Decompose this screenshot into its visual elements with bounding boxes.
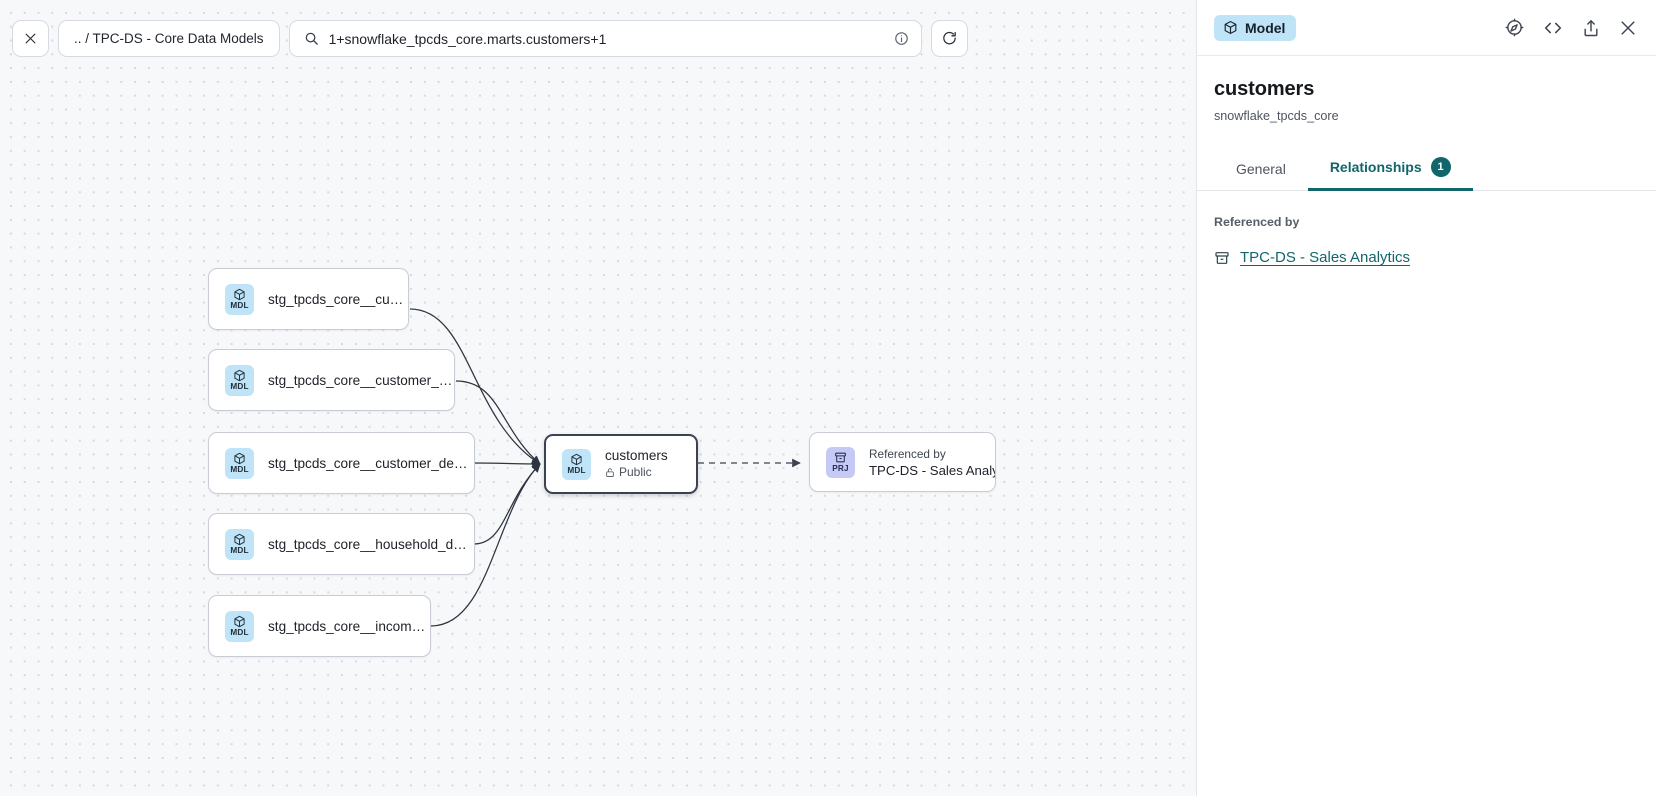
project-badge: PRJ <box>826 446 855 478</box>
panel-actions <box>1504 17 1638 39</box>
badge-text: MDL <box>567 466 586 475</box>
badge-text: MDL <box>230 465 249 474</box>
info-circle-icon[interactable] <box>894 31 909 46</box>
lineage-graph: MDL stg_tpcds_core__customer MDL stg_tpc… <box>208 268 996 657</box>
lineage-node-upstream-0[interactable]: MDL stg_tpcds_core__customer <box>208 268 409 330</box>
cube-icon <box>233 451 246 465</box>
node-access-label: Public <box>619 465 652 479</box>
lineage-canvas[interactable]: MDL stg_tpcds_core__customer MDL stg_tpc… <box>0 0 1196 796</box>
close-icon <box>23 31 38 46</box>
node-label: stg_tpcds_core__household_demogr… <box>268 536 474 552</box>
cube-icon <box>233 532 246 546</box>
lock-icon <box>605 467 615 478</box>
share-icon[interactable] <box>1581 18 1601 38</box>
node-access: Public <box>605 464 668 481</box>
model-badge: MDL <box>225 610 254 642</box>
tab-relationships-count: 1 <box>1430 157 1451 177</box>
panel-tabs: General Relationships 1 <box>1197 147 1656 191</box>
panel-header: Model <box>1197 0 1656 56</box>
panel-subtitle: snowflake_tpcds_core <box>1214 109 1339 123</box>
lineage-node-project[interactable]: PRJ Referenced by TPC-DS - Sales Analyti… <box>809 432 996 492</box>
badge-text: MDL <box>230 628 249 637</box>
badge-text: MDL <box>230 301 249 310</box>
lineage-search-input[interactable]: 1+snowflake_tpcds_core.marts.customers+1 <box>288 20 922 57</box>
cube-icon <box>233 614 246 628</box>
model-badge: MDL <box>225 283 254 315</box>
model-chip-label: Model <box>1245 19 1286 36</box>
referenced-by-link[interactable]: TPC-DS - Sales Analytics <box>1214 249 1638 266</box>
code-icon[interactable] <box>1542 17 1564 39</box>
badge-text: MDL <box>230 546 249 555</box>
lineage-node-upstream-1[interactable]: MDL stg_tpcds_core__customer_address <box>208 349 455 411</box>
panel-content: Referenced by TPC-DS - Sales Analytics <box>1197 191 1656 266</box>
node-title: TPC-DS - Sales Analytics <box>869 462 995 478</box>
model-type-chip[interactable]: Model <box>1214 14 1297 41</box>
lineage-node-customers[interactable]: MDL customers Public <box>544 434 698 494</box>
model-badge: MDL <box>225 447 254 479</box>
cube-icon <box>233 368 246 382</box>
lineage-edges <box>409 308 801 627</box>
details-panel: Model <box>1196 0 1656 796</box>
lineage-node-upstream-3[interactable]: MDL stg_tpcds_core__household_demogr… <box>208 513 475 575</box>
node-label: stg_tpcds_core__customer <box>268 291 408 307</box>
badge-text: MDL <box>230 382 249 391</box>
node-text: customers Public <box>605 447 668 481</box>
refresh-icon <box>941 30 958 47</box>
model-badge: MDL <box>562 448 591 480</box>
panel-title-block: customers snowflake_tpcds_core <box>1197 56 1656 123</box>
cube-icon <box>1223 20 1238 35</box>
node-title: customers <box>605 448 668 463</box>
cube-icon <box>570 452 583 466</box>
search-value: 1+snowflake_tpcds_core.marts.customers+1 <box>328 30 607 47</box>
node-caption: Referenced by <box>869 446 946 461</box>
tab-relationships[interactable]: Relationships 1 <box>1307 147 1473 191</box>
node-label: stg_tpcds_core__customer_demogra… <box>268 455 474 471</box>
model-badge: MDL <box>225 528 254 560</box>
badge-text: PRJ <box>832 464 849 473</box>
tab-general-label: General <box>1236 161 1286 177</box>
cube-icon <box>233 287 246 301</box>
tab-general[interactable]: General <box>1214 151 1308 191</box>
canvas-toolbar: .. / TPC-DS - Core Data Models 1+snowfla… <box>12 20 968 57</box>
lineage-node-upstream-4[interactable]: MDL stg_tpcds_core__income_band <box>208 595 431 657</box>
page-title: customers <box>1214 78 1315 100</box>
archive-icon <box>834 450 847 464</box>
node-label: stg_tpcds_core__income_band <box>268 618 430 634</box>
refresh-button[interactable] <box>930 20 968 57</box>
section-referenced-by-label: Referenced by <box>1214 215 1300 229</box>
lineage-node-upstream-2[interactable]: MDL stg_tpcds_core__customer_demogra… <box>208 432 475 494</box>
close-lineage-button[interactable] <box>12 20 49 57</box>
archive-icon <box>1214 250 1230 266</box>
breadcrumb[interactable]: .. / TPC-DS - Core Data Models <box>58 20 280 57</box>
referenced-by-label: TPC-DS - Sales Analytics <box>1240 249 1411 266</box>
close-panel-icon[interactable] <box>1618 18 1638 38</box>
node-label: stg_tpcds_core__customer_address <box>268 372 454 388</box>
node-text: Referenced by TPC-DS - Sales Analytics <box>869 446 995 479</box>
compass-icon[interactable] <box>1504 17 1525 38</box>
tab-relationships-label: Relationships <box>1329 159 1422 175</box>
search-icon <box>304 31 319 46</box>
model-badge: MDL <box>225 364 254 396</box>
